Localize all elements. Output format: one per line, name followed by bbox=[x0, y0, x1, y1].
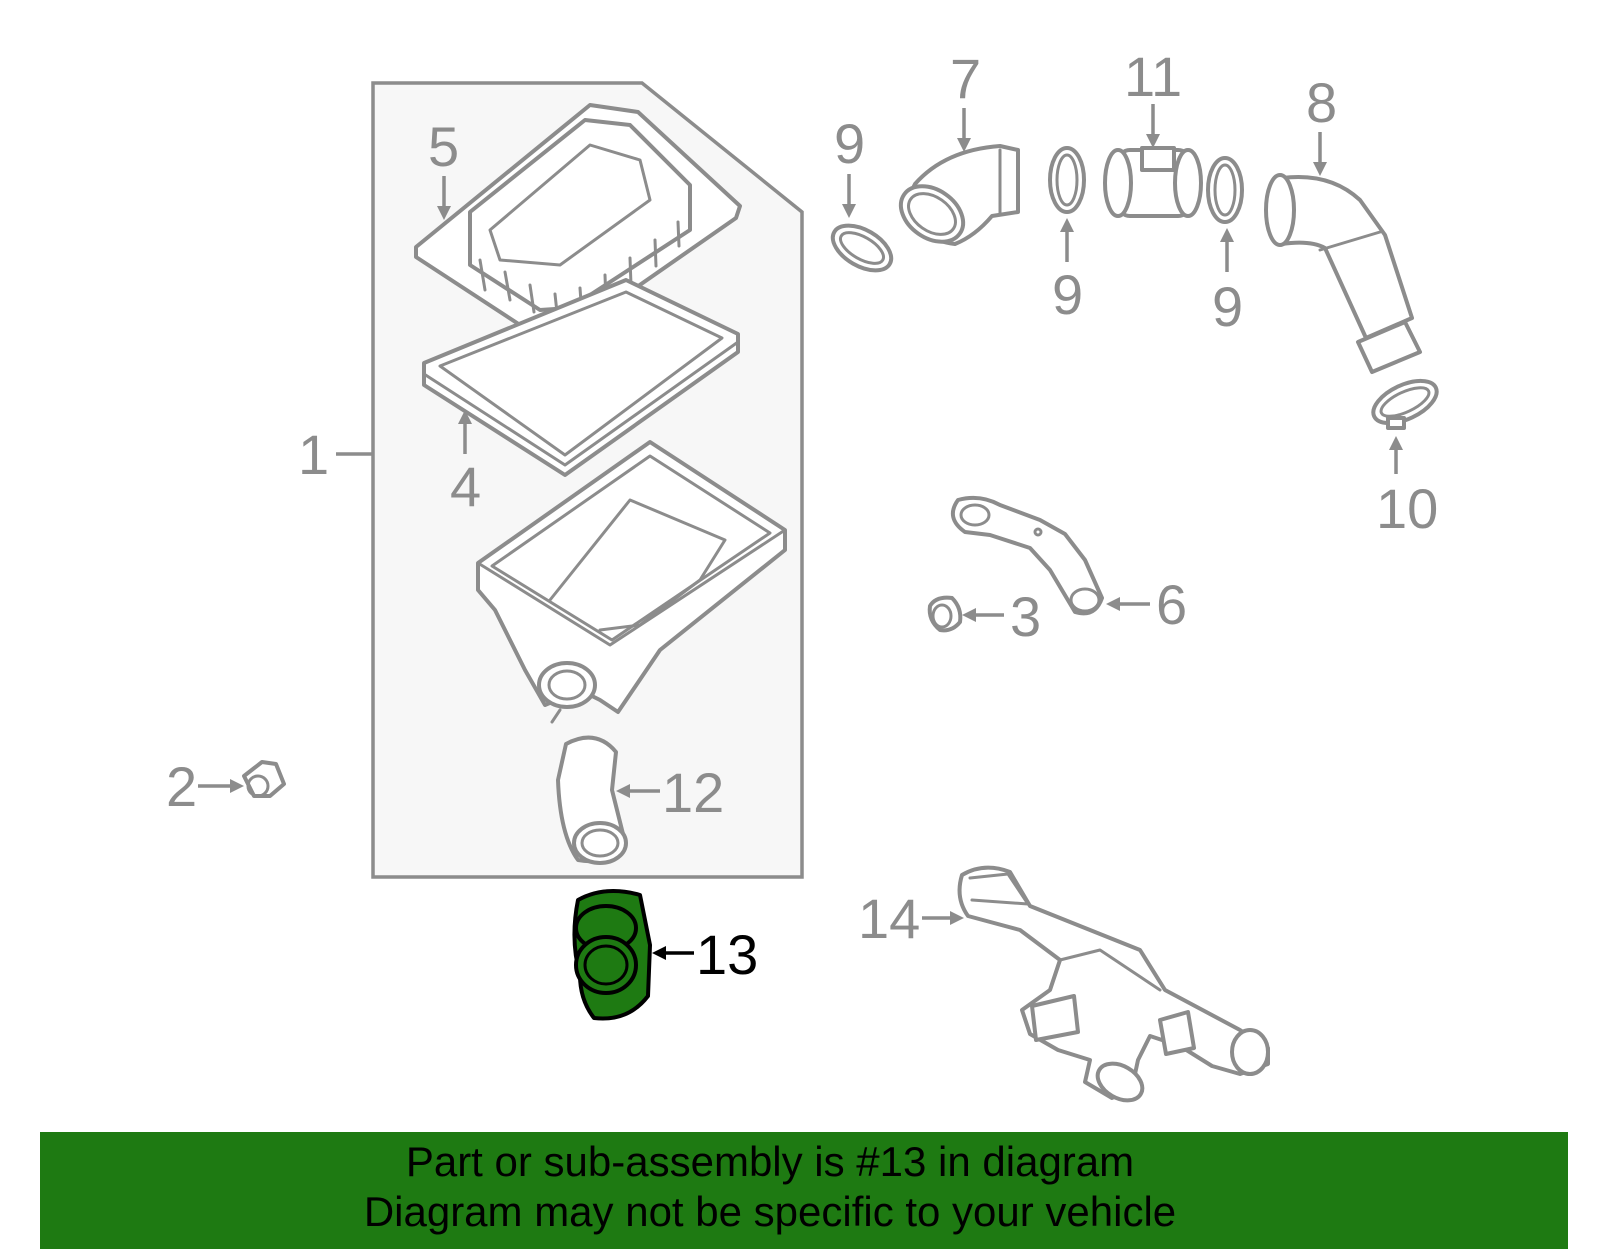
clamp-10[interactable] bbox=[1367, 372, 1443, 432]
inlet-hose-12[interactable] bbox=[556, 735, 628, 865]
banner-part-line: Part or sub-assembly is #13 in diagram bbox=[405, 1138, 1135, 1185]
clamp-9-b[interactable] bbox=[1048, 146, 1086, 214]
banner-disclaimer-line: Diagram may not be specific to your vehi… bbox=[363, 1188, 1177, 1235]
callout-9-b: 9 bbox=[1052, 263, 1083, 326]
bracket-4[interactable] bbox=[950, 495, 1104, 616]
intake-duct-13[interactable] bbox=[572, 889, 652, 1021]
elbow-7[interactable] bbox=[890, 144, 1020, 253]
air-filter-element-5[interactable] bbox=[422, 278, 740, 477]
callout-2: 2 bbox=[166, 755, 197, 818]
callout-7: 7 bbox=[950, 47, 981, 110]
callout-9-c: 9 bbox=[1212, 275, 1243, 338]
callout-10: 10 bbox=[1376, 477, 1438, 540]
part-notice-banner: Part or sub-assembly is #13 in diagram D… bbox=[40, 1132, 1568, 1249]
grommet-2[interactable] bbox=[242, 760, 286, 798]
callout-6: 5 bbox=[428, 115, 459, 178]
callout-8: 8 bbox=[1306, 71, 1337, 134]
mass-air-flow-sensor-11[interactable] bbox=[1103, 146, 1203, 218]
callout-12: 12 bbox=[662, 761, 724, 824]
callout-13: 13 bbox=[696, 923, 758, 986]
clamp-9-c[interactable] bbox=[1206, 156, 1244, 224]
intake-tube-8[interactable] bbox=[1264, 173, 1422, 374]
callout-11: 11 bbox=[1124, 45, 1182, 108]
callout-9-a: 9 bbox=[834, 112, 865, 175]
callout-1: 1 bbox=[298, 423, 329, 486]
callout-14: 14 bbox=[858, 887, 920, 950]
callout-5: 4 bbox=[450, 455, 481, 518]
callout-3: 3 bbox=[1010, 585, 1041, 648]
air-duct-14[interactable] bbox=[957, 865, 1270, 1108]
grommet-3[interactable] bbox=[927, 595, 963, 633]
air-cleaner-cover-6[interactable] bbox=[414, 103, 742, 340]
callout-4: 6 bbox=[1156, 573, 1187, 636]
clamp-9-a[interactable] bbox=[825, 216, 898, 279]
air-cleaner-housing[interactable] bbox=[476, 440, 787, 724]
